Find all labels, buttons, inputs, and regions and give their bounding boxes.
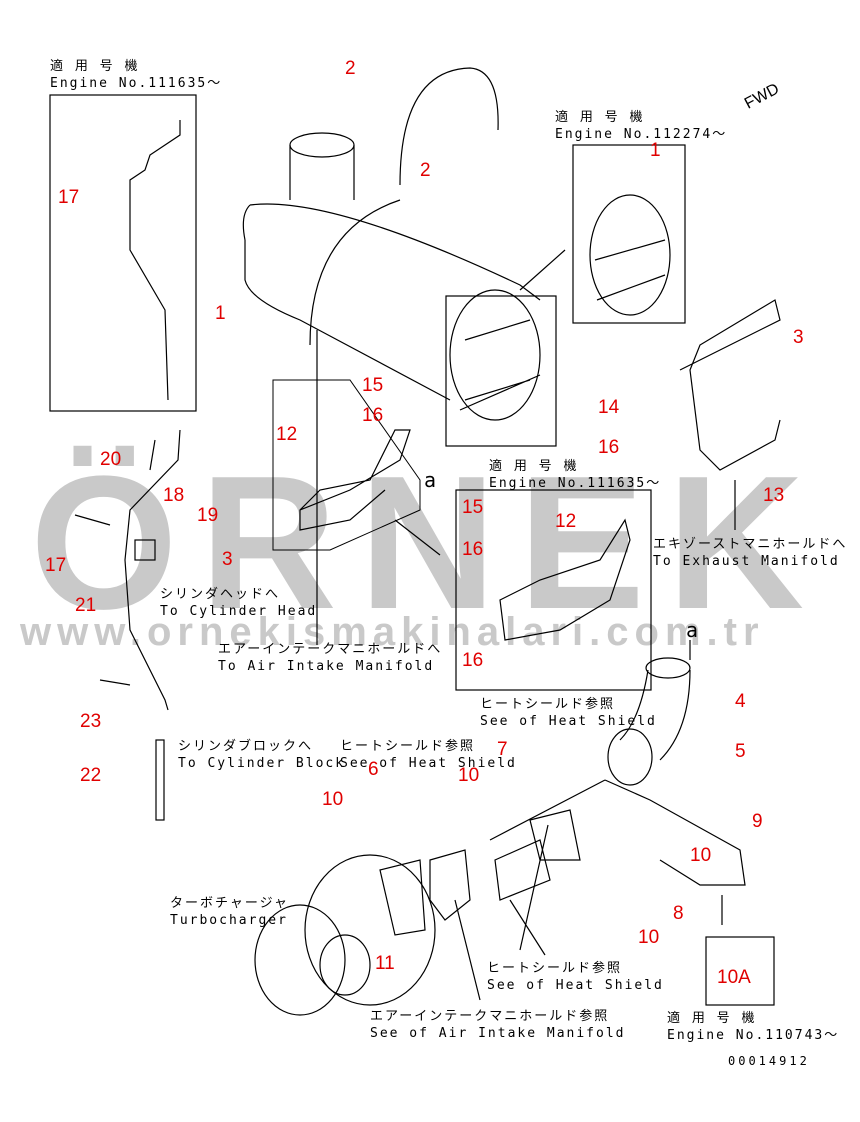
pipe-22 bbox=[155, 739, 165, 821]
callout: 10 bbox=[322, 789, 344, 810]
turbocharger bbox=[304, 854, 436, 1006]
inset-box-bracket-12 bbox=[455, 489, 652, 691]
elbow-4 bbox=[645, 657, 691, 679]
callout: 12 bbox=[555, 511, 577, 532]
inset-box-nut-10a bbox=[705, 936, 775, 1006]
callout: 15 bbox=[462, 497, 484, 518]
view-label-a2: a bbox=[686, 618, 701, 642]
callout: 9 bbox=[752, 811, 763, 832]
callout: 4 bbox=[735, 691, 746, 712]
callout: 10 bbox=[458, 765, 480, 786]
callout: 6 bbox=[368, 759, 379, 780]
callout: 1 bbox=[215, 303, 226, 324]
callout: 8 bbox=[673, 903, 684, 924]
callout: 23 bbox=[80, 711, 102, 732]
callout: 17 bbox=[58, 187, 80, 208]
callout: 22 bbox=[80, 765, 102, 786]
callout: 15 bbox=[362, 375, 384, 396]
callout: 18 bbox=[163, 485, 185, 506]
pipe-17-inset bbox=[129, 120, 181, 401]
callout: 10 bbox=[638, 927, 660, 948]
muffler-outlet-top bbox=[289, 132, 355, 158]
callout: 17 bbox=[45, 555, 67, 576]
callout: 7 bbox=[497, 739, 508, 760]
callout: 16 bbox=[362, 405, 384, 426]
callout: 2 bbox=[420, 160, 431, 181]
callout: 2 bbox=[345, 58, 356, 79]
callout: 12 bbox=[276, 424, 298, 445]
callout: 10A bbox=[717, 967, 751, 988]
callout: 16 bbox=[598, 437, 620, 458]
pipe-17 bbox=[124, 429, 181, 711]
callout: 5 bbox=[735, 741, 746, 762]
callout: 11 bbox=[375, 953, 395, 974]
watermark-url: www.ornekismakinalari.com.tr bbox=[20, 610, 765, 654]
callout: 16 bbox=[462, 539, 484, 560]
inset-box-band-1 bbox=[572, 144, 686, 324]
muffler-end bbox=[449, 289, 541, 421]
callout: 13 bbox=[763, 485, 785, 506]
spacer-19 bbox=[134, 539, 156, 561]
callout: 3 bbox=[793, 327, 804, 348]
inset-box-pipe-17 bbox=[49, 94, 197, 412]
callout: 21 bbox=[75, 595, 97, 616]
callout: 20 bbox=[100, 449, 122, 470]
callout: 3 bbox=[222, 549, 233, 570]
view-label-a1: a bbox=[424, 468, 439, 492]
bracket-13 bbox=[679, 299, 781, 471]
band-2 bbox=[309, 67, 499, 346]
view-arrow bbox=[519, 249, 566, 291]
callout: 16 bbox=[462, 650, 484, 671]
callout: 1 bbox=[650, 140, 661, 161]
callout: 19 bbox=[197, 505, 219, 526]
callout: 10 bbox=[690, 845, 712, 866]
callout: 14 bbox=[598, 397, 620, 418]
drawing-code: 00014912 bbox=[728, 1054, 810, 1068]
